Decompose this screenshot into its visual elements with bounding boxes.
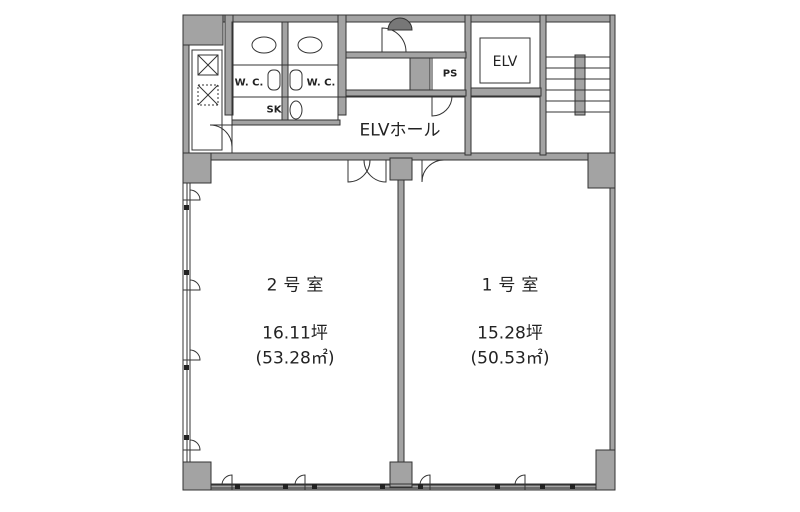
room-2-tsubo: 16.11坪	[262, 323, 328, 344]
dome-icon	[387, 17, 413, 31]
room-2-name: 2号室	[266, 275, 330, 296]
corner-bottom-left	[182, 461, 212, 491]
room-1-name: 1号室	[481, 275, 545, 296]
corner-mid-right	[587, 152, 616, 189]
corner-mid-left	[182, 152, 212, 184]
stair-handrail	[574, 54, 586, 116]
room-1-sqm: (50.53㎡)	[470, 348, 550, 369]
sk-label: SK	[266, 104, 282, 116]
elevator-car	[479, 37, 531, 84]
elv-label: ELV	[492, 54, 518, 70]
room-2-sqm: (53.28㎡)	[255, 348, 335, 369]
partition-wall	[397, 157, 405, 489]
room-1-tsubo: 15.28坪	[477, 323, 543, 344]
column-bottom	[389, 461, 413, 488]
wc-right-label: W. C.	[306, 77, 336, 89]
ps-label: PS	[442, 68, 458, 80]
elv-hall-label: ELVホール	[359, 120, 441, 141]
wc-left-label: W. C.	[234, 77, 264, 89]
corner-top-left	[182, 14, 224, 46]
column-top	[389, 157, 413, 181]
corner-bottom-right	[595, 449, 616, 491]
outer-wall-right	[609, 14, 616, 491]
